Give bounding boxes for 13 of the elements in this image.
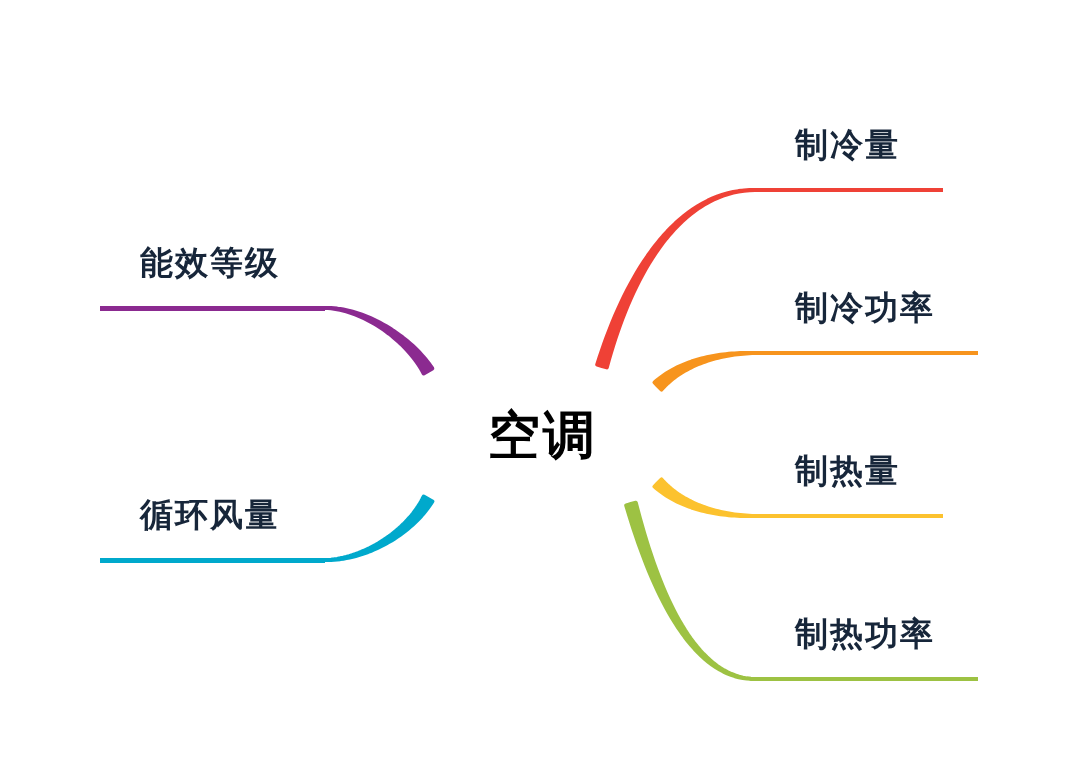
central-topic: 空调 (428, 366, 658, 504)
branch-line (595, 188, 757, 370)
topic-label: 循环风量 (140, 495, 280, 535)
branch-line (652, 350, 757, 392)
topic-label: 制冷功率 (795, 288, 935, 328)
topic-label: 能效等级 (140, 243, 280, 283)
branch-line (624, 500, 757, 681)
topic-label: 制热功率 (795, 614, 935, 654)
branch-line (323, 306, 435, 376)
topic-label: 制冷量 (795, 125, 900, 165)
branch-line (323, 494, 435, 562)
branch-line (652, 477, 757, 519)
topic-label: 制热量 (795, 451, 900, 491)
